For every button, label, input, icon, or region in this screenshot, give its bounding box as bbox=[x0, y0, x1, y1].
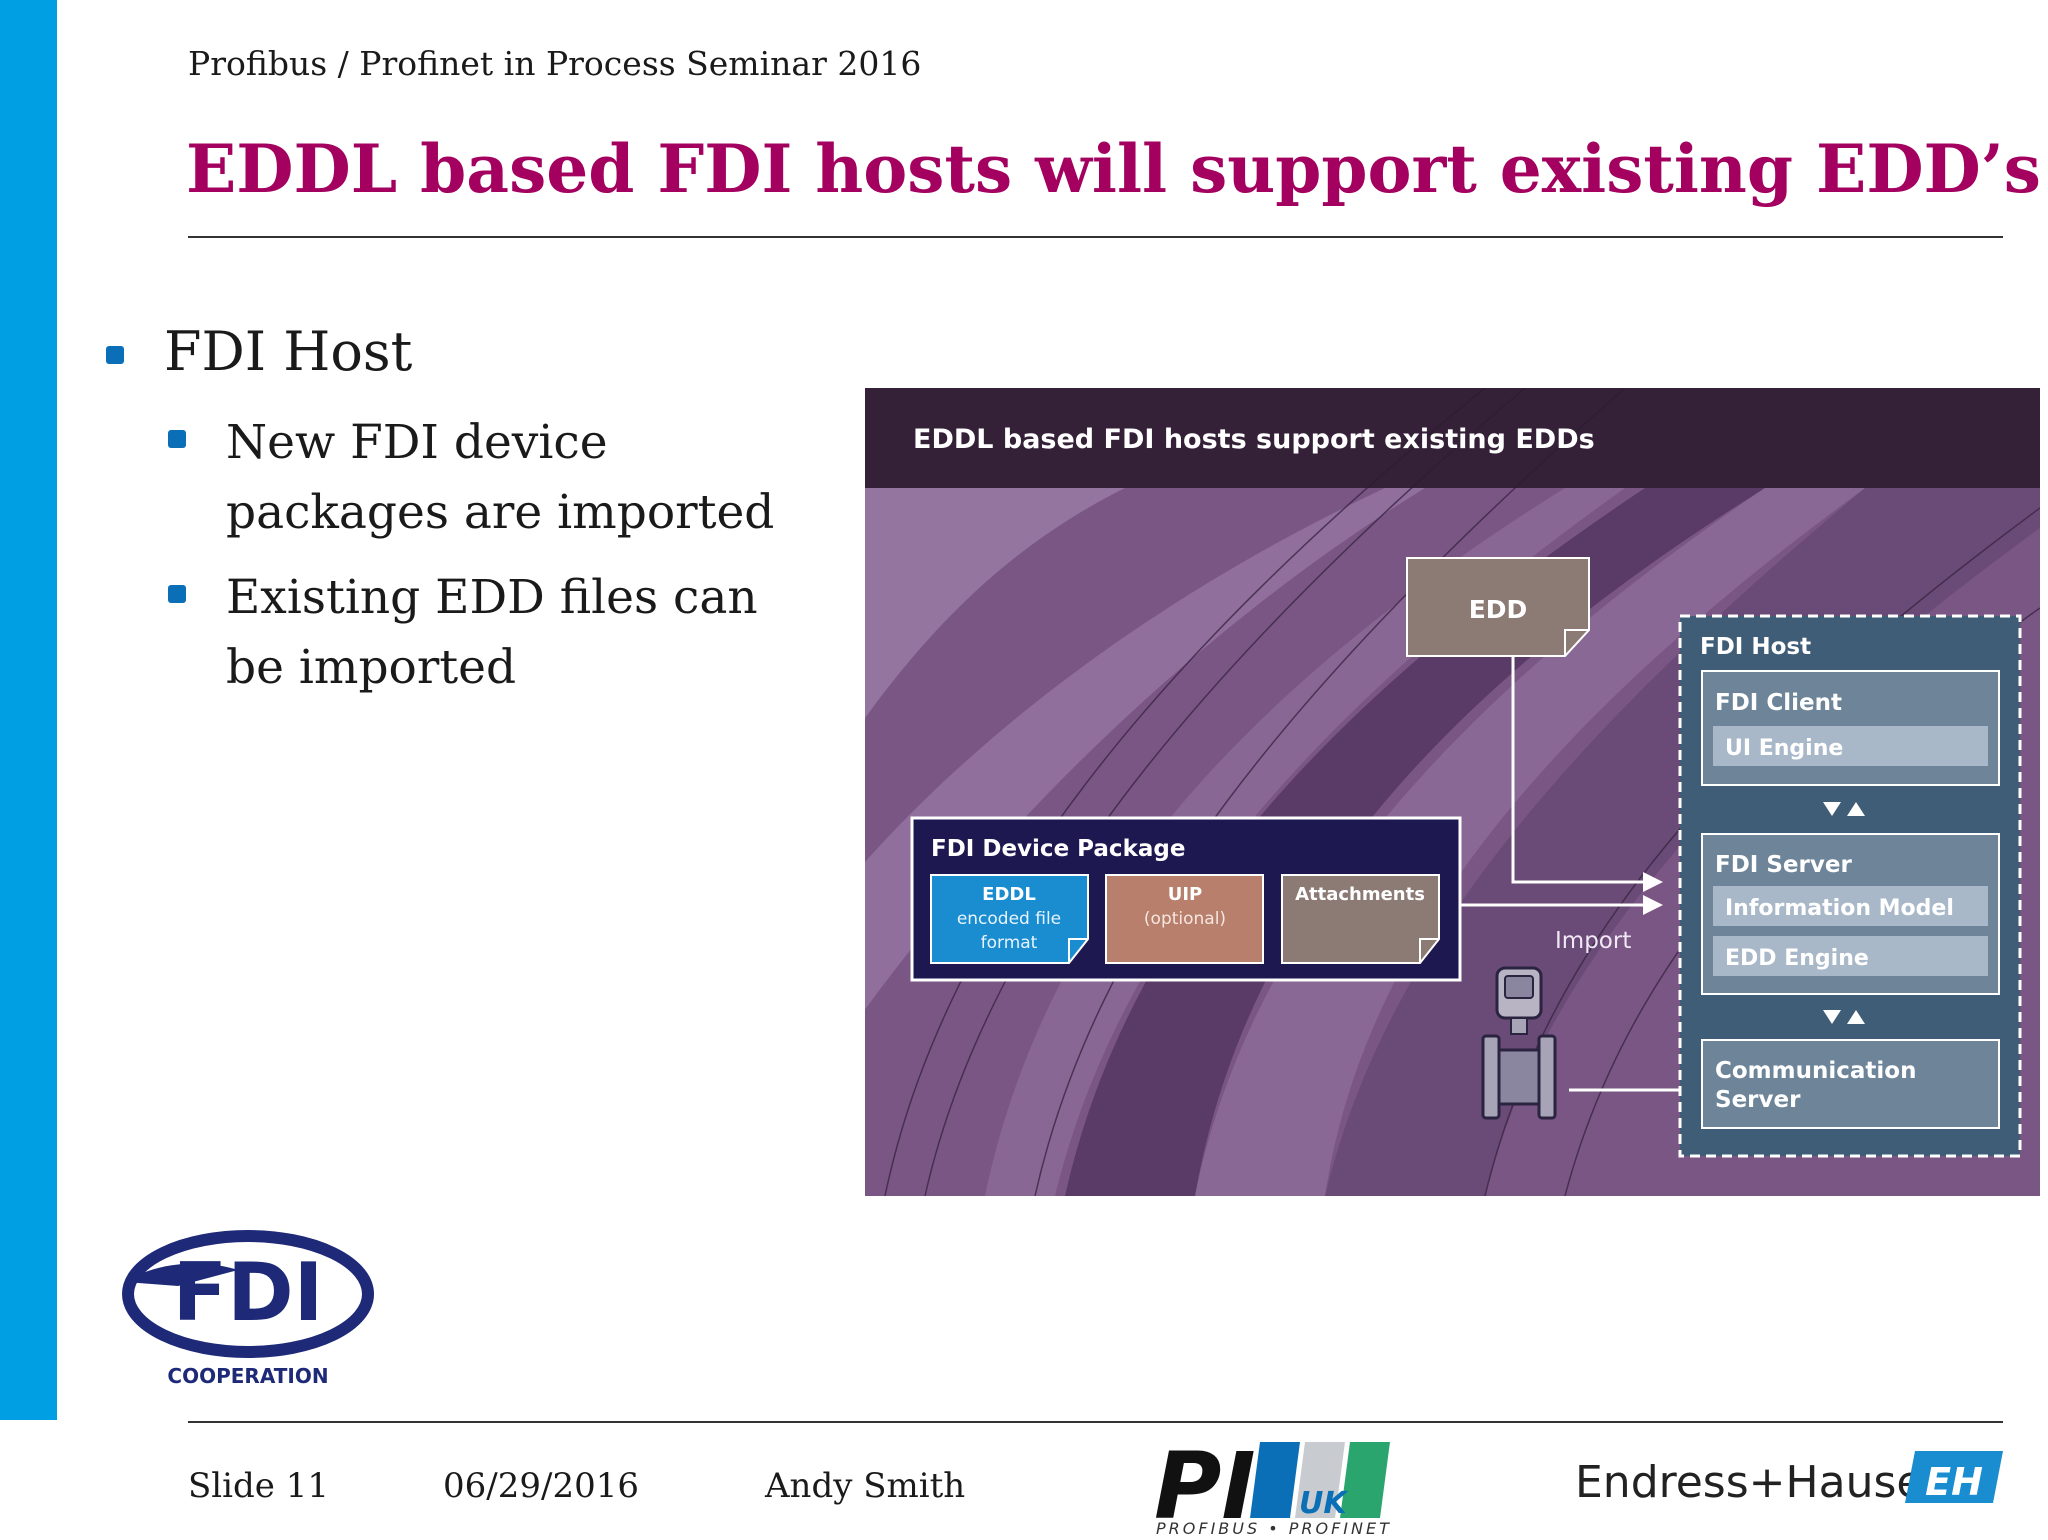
endress-hauser-logo: Endress+Hauser EH bbox=[1575, 1445, 2005, 1515]
slide-date: 06/29/2016 bbox=[443, 1466, 639, 1506]
bullet-square-icon bbox=[106, 346, 124, 364]
background-swoosh bbox=[985, 488, 1625, 1196]
svg-text:FDI: FDI bbox=[173, 1246, 324, 1339]
svg-text:COOPERATION: COOPERATION bbox=[167, 1364, 328, 1388]
svg-text:FDI Server: FDI Server bbox=[1715, 852, 1852, 878]
svg-text:encoded file: encoded file bbox=[957, 909, 1061, 929]
svg-text:EDD Engine: EDD Engine bbox=[1725, 946, 1869, 971]
fdi-architecture-diagram: EDDL based FDI hosts support existing ED… bbox=[865, 388, 2040, 1196]
diagram-banner-title: EDDL based FDI hosts support existing ED… bbox=[913, 424, 1595, 455]
background-swoosh bbox=[1195, 488, 1865, 1196]
side-accent-bar bbox=[0, 0, 57, 1420]
connection-lines bbox=[1460, 656, 1685, 1092]
background-swoosh bbox=[865, 488, 1125, 718]
communication-server-box: Communication Server bbox=[1701, 1039, 2000, 1129]
svg-text:Server: Server bbox=[1715, 1087, 1801, 1113]
svg-text:format: format bbox=[981, 933, 1038, 953]
svg-text:UIP: UIP bbox=[1168, 884, 1203, 905]
seminar-title: Profibus / Profinet in Process Seminar 2… bbox=[188, 44, 922, 83]
svg-text:EDDL: EDDL bbox=[982, 884, 1036, 905]
svg-text:(optional): (optional) bbox=[1144, 909, 1226, 929]
attachments-box: Attachments bbox=[1281, 874, 1440, 964]
svg-text:FDI Host: FDI Host bbox=[1700, 634, 1811, 660]
svg-text:PROFIBUS • PROFINET: PROFIBUS • PROFINET bbox=[1156, 1519, 1392, 1536]
field-device-icon bbox=[1481, 966, 1557, 1120]
import-label: Import bbox=[1555, 928, 1631, 954]
svg-text:PI: PI bbox=[1154, 1438, 1256, 1536]
title-divider bbox=[188, 236, 2003, 238]
slide-author: Andy Smith bbox=[765, 1466, 966, 1506]
edd-file-box: EDD bbox=[1406, 557, 1590, 657]
svg-text:EDD: EDD bbox=[1469, 595, 1528, 624]
eddl-file-box: EDDL encoded file format bbox=[930, 874, 1089, 964]
arrow-down-icon bbox=[1823, 1010, 1841, 1024]
svg-text:Attachments: Attachments bbox=[1295, 884, 1425, 905]
arrow-up-icon bbox=[1847, 1010, 1865, 1024]
svg-text:Endress+Hauser: Endress+Hauser bbox=[1575, 1457, 1942, 1508]
svg-text:EH: EH bbox=[1925, 1460, 1983, 1504]
bullet-square-icon bbox=[168, 585, 186, 603]
fdi-client-box: FDI Client UI Engine bbox=[1701, 670, 2000, 786]
svg-text:UI Engine: UI Engine bbox=[1725, 736, 1843, 761]
svg-text:UK: UK bbox=[1299, 1486, 1349, 1521]
arrow-head-icon bbox=[1643, 872, 1663, 892]
fdi-host: FDI Host FDI Client UI Engine FDI Server… bbox=[1678, 614, 2022, 1158]
bullet-square-icon bbox=[168, 430, 186, 448]
arrow-down-icon bbox=[1823, 802, 1841, 816]
slide-number: Slide 11 bbox=[188, 1466, 329, 1506]
diagram-banner-bg bbox=[865, 388, 2040, 488]
arrow-head-icon bbox=[1643, 895, 1663, 915]
uip-box: UIP (optional) bbox=[1105, 874, 1264, 964]
bullet-text: Existing EDD files can be imported bbox=[226, 570, 758, 695]
fdi-server-box: FDI Server Information Model EDD Engine bbox=[1701, 833, 2000, 995]
arrow-up-icon bbox=[1847, 802, 1865, 816]
footer-divider bbox=[188, 1421, 2003, 1423]
background-swoosh bbox=[1065, 488, 1765, 1196]
fdi-cooperation-logo: FDI COOPERATION bbox=[118, 1230, 378, 1390]
fdi-device-package: FDI Device Package EDDL encoded file for… bbox=[910, 816, 1462, 982]
pi-uk-logo: PI UK PROFIBUS • PROFINET bbox=[1152, 1433, 1432, 1540]
svg-text:FDI Client: FDI Client bbox=[1715, 690, 1842, 716]
bullet-text: New FDI device packages are imported bbox=[226, 415, 775, 540]
svg-text:Communication: Communication bbox=[1715, 1058, 1916, 1084]
bullet-text: FDI Host bbox=[164, 320, 413, 383]
svg-text:Information Model: Information Model bbox=[1725, 896, 1954, 921]
slide-title: EDDL based FDI hosts will support existi… bbox=[186, 130, 2041, 208]
svg-text:FDI Device Package: FDI Device Package bbox=[931, 836, 1185, 862]
